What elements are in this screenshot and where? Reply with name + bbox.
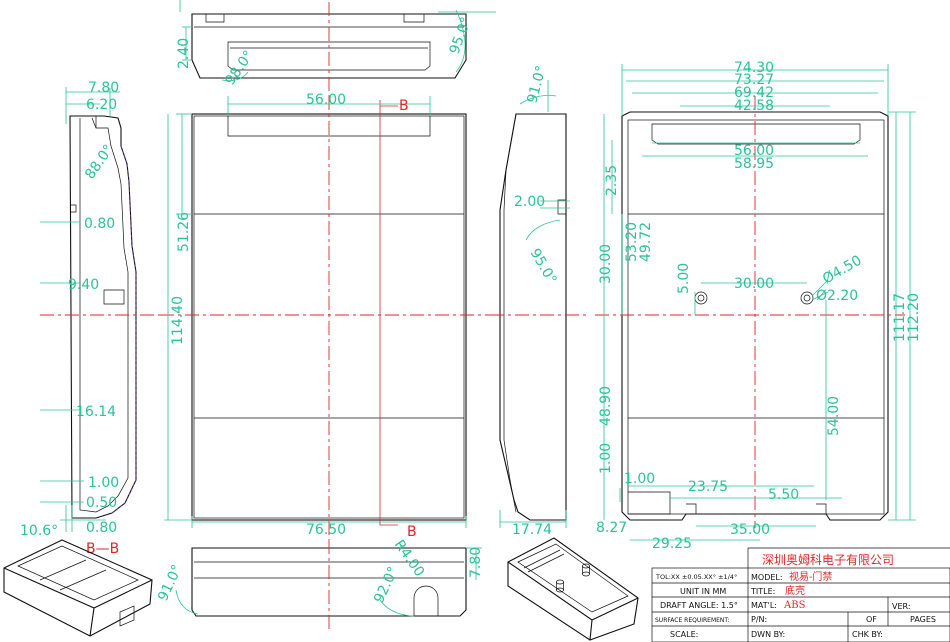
dim-sec-0.80b: 0.80 — [86, 520, 117, 536]
section-mark-bottom: B — [407, 524, 417, 540]
pages-label: PAGES — [910, 615, 936, 624]
iso-view-left — [3, 539, 153, 637]
dim-sec-9.40: 9.40 — [68, 277, 99, 293]
dim-in-23.75: 23.75 — [688, 479, 728, 495]
top-view — [179, 0, 467, 96]
dim-side-17.74: 17.74 — [512, 522, 552, 538]
pn-label: P/N: — [751, 615, 767, 624]
dim-sec-7.80: 7.80 — [88, 80, 119, 96]
checked-by-label: CHK BY: — [852, 630, 883, 639]
surface-label: SURFACE REQUIREMENT: — [655, 617, 729, 624]
tolerance: TOL:XX ±0.05.XX° ±1/4° — [655, 573, 737, 581]
dim-in-74.30: 74.30 — [734, 60, 774, 76]
drawn-by-label: DWN BY: — [751, 630, 785, 639]
section-mark-top: B — [399, 98, 409, 114]
iso-view-right — [507, 537, 639, 641]
dim-front-56.00: 56.00 — [306, 92, 346, 108]
model-value: 视易-门禁 — [789, 570, 832, 583]
dim-in-5.50: 5.50 — [768, 487, 799, 503]
side-view — [490, 80, 590, 528]
dim-top-98deg: 98.0° — [222, 48, 257, 88]
company-name: 深圳奥姆科电子有限公司 — [762, 553, 894, 567]
dim-in-d2.20: Ø2.20 — [816, 288, 858, 304]
of-label: OF — [866, 615, 877, 624]
dim-in-112.20: 112.20 — [906, 293, 922, 342]
material-label: MAT'L: — [751, 601, 777, 610]
dim-in-5.00: 5.00 — [676, 263, 692, 294]
material-value: ABS — [783, 600, 806, 611]
version-label: VER: — [892, 602, 911, 611]
dim-in-111.17: 111.17 — [892, 293, 908, 342]
draft-angle: DRAFT ANGLE: 1.5° — [660, 601, 738, 610]
dim-front-76.50: 76.50 — [306, 522, 346, 538]
dim-in-30.00v: 30.00 — [598, 244, 614, 284]
dim-in-1.00v: 1.00 — [598, 443, 614, 474]
dim-in-29.25: 29.25 — [652, 536, 692, 552]
section-label: B—B — [86, 541, 119, 557]
dim-bottom-92deg: 92.0° — [371, 564, 402, 605]
dim-in-56.00: 56.00 — [734, 143, 774, 159]
dim-top-2.40: 2.40 — [176, 38, 192, 69]
inside-view — [595, 64, 916, 541]
dim-in-69.42: 69.42 — [734, 85, 774, 101]
section-b-b — [40, 87, 160, 532]
dim-bottom-91deg: 91.0° — [155, 562, 186, 603]
dim-sec-10.6deg: 10.6° — [20, 523, 58, 539]
dim-in-2.35: 2.35 — [604, 165, 620, 196]
dim-front-114.40: 114.40 — [170, 296, 186, 345]
dim-side-2.00: 2.00 — [514, 194, 545, 210]
dim-side-91deg: 91.0° — [524, 64, 549, 105]
dim-in-48.90: 48.90 — [598, 386, 614, 426]
bottom-view — [175, 540, 482, 630]
dim-in-1.00h: 1.00 — [624, 471, 655, 487]
dim-in-42.58: 42.58 — [734, 98, 774, 114]
dim-in-30.00h: 30.00 — [734, 276, 774, 292]
dim-in-d4.50: Ø4.50 — [820, 253, 865, 288]
dim-sec-88deg: 88.0° — [82, 142, 117, 182]
dim-sec-16.14: 16.14 — [76, 404, 116, 420]
title-block — [651, 547, 950, 642]
dim-side-95deg: 95.0° — [527, 246, 560, 287]
unit-label: UNIT IN MM — [680, 587, 726, 596]
dim-sec-0.80a: 0.80 — [84, 216, 115, 232]
dim-sec-0.50: 0.50 — [86, 495, 117, 511]
dim-in-53.20: 53.20 — [624, 222, 640, 262]
dim-sec-6.20: 6.20 — [86, 97, 117, 113]
scale-label: SCALE: — [670, 630, 698, 639]
dim-in-73.27: 73.27 — [734, 72, 774, 88]
dim-in-49.72: 49.72 — [638, 222, 654, 262]
dim-in-54.00: 54.00 — [826, 396, 842, 436]
dim-front-51.26: 51.26 — [176, 212, 192, 252]
dim-bottom-7.80: 7.80 — [468, 547, 484, 578]
dim-in-8.27: 8.27 — [596, 520, 627, 536]
title-value: 底壳 — [785, 584, 805, 597]
dim-in-58.95: 58.95 — [734, 156, 774, 172]
title-label: TITLE: — [750, 587, 775, 596]
dim-sec-1.00: 1.00 — [88, 475, 119, 491]
dim-in-35.00: 35.00 — [730, 522, 770, 538]
front-view — [160, 96, 500, 540]
model-label: MODEL: — [751, 573, 783, 582]
